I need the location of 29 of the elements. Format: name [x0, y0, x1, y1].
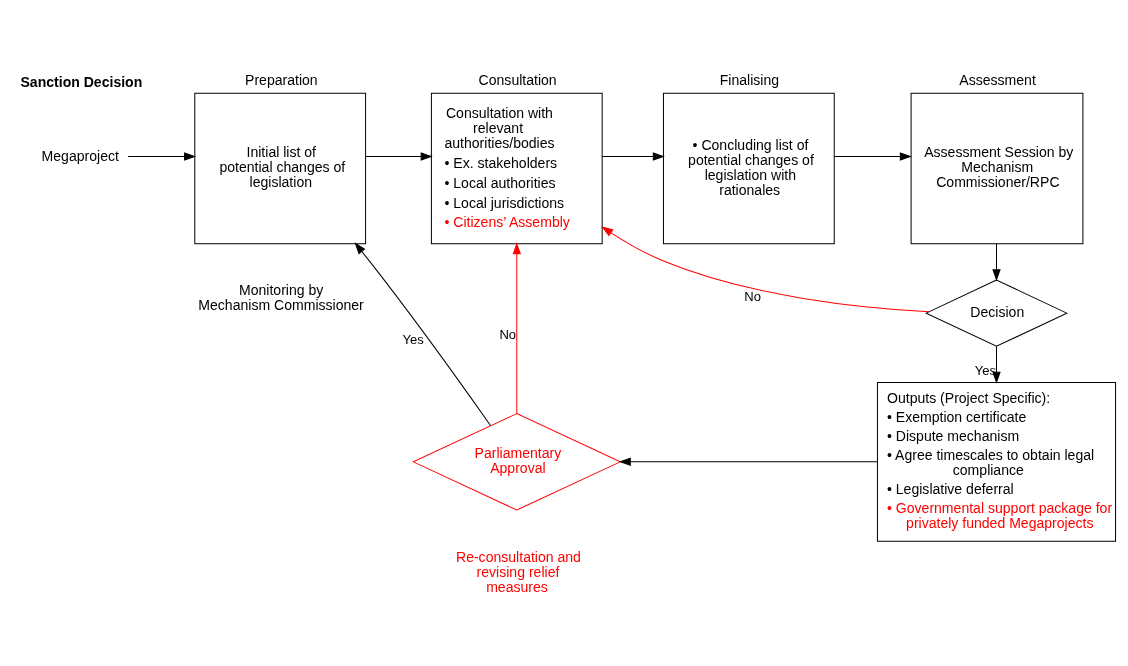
- arrow: [992, 345, 1001, 383]
- node-box: Assessment Session by Mechanism Commissioner/RPC: [910, 92, 1084, 245]
- arrow: [365, 152, 432, 161]
- arrow: [833, 152, 911, 161]
- label: Monitoring by Mechanism Commissioner: [198, 282, 364, 314]
- arrow: [602, 152, 664, 161]
- arrow: [601, 226, 930, 313]
- edge-label: No: [744, 288, 761, 304]
- node-box: • Concluding list of potential changes of legislation with rationales: [662, 92, 835, 245]
- node-diamond: Decision: [925, 279, 1068, 347]
- edge-label: No: [499, 326, 517, 342]
- node-label: Assessment: [959, 72, 1036, 89]
- arrow: [992, 243, 1001, 281]
- node-box: Outputs (Project Specific): • Exemption certificate • Dispute mechanism • Agree timescales to obtain legal compliance • Legislative deferral • Governmental support package for privately funded Megaprojects: [876, 382, 1117, 542]
- node-box: Consultation with relevant authorities/bodies • Ex. stakeholders • Local authorities • Local jurisdictions • Citizens’ Assembly: [430, 92, 603, 245]
- edge-label: Yes: [974, 362, 997, 378]
- arrow: [354, 243, 491, 427]
- label: Sanction Decision: [20, 73, 143, 90]
- edge-label: Yes: [402, 331, 424, 347]
- node-text: Megaproject: [41, 147, 119, 164]
- node-label: Preparation: [245, 72, 318, 89]
- arrow: [512, 243, 521, 415]
- arrow: [127, 152, 196, 161]
- node-label: Finalising: [719, 72, 780, 89]
- node-label: Consultation: [478, 72, 557, 89]
- node-diamond: Parliamentary Approval: [412, 413, 621, 511]
- label: Re-consultation and revising relief measures: [456, 549, 581, 596]
- node-box: Initial list of potential changes of legislation: [194, 92, 367, 245]
- arrow: [619, 457, 878, 466]
